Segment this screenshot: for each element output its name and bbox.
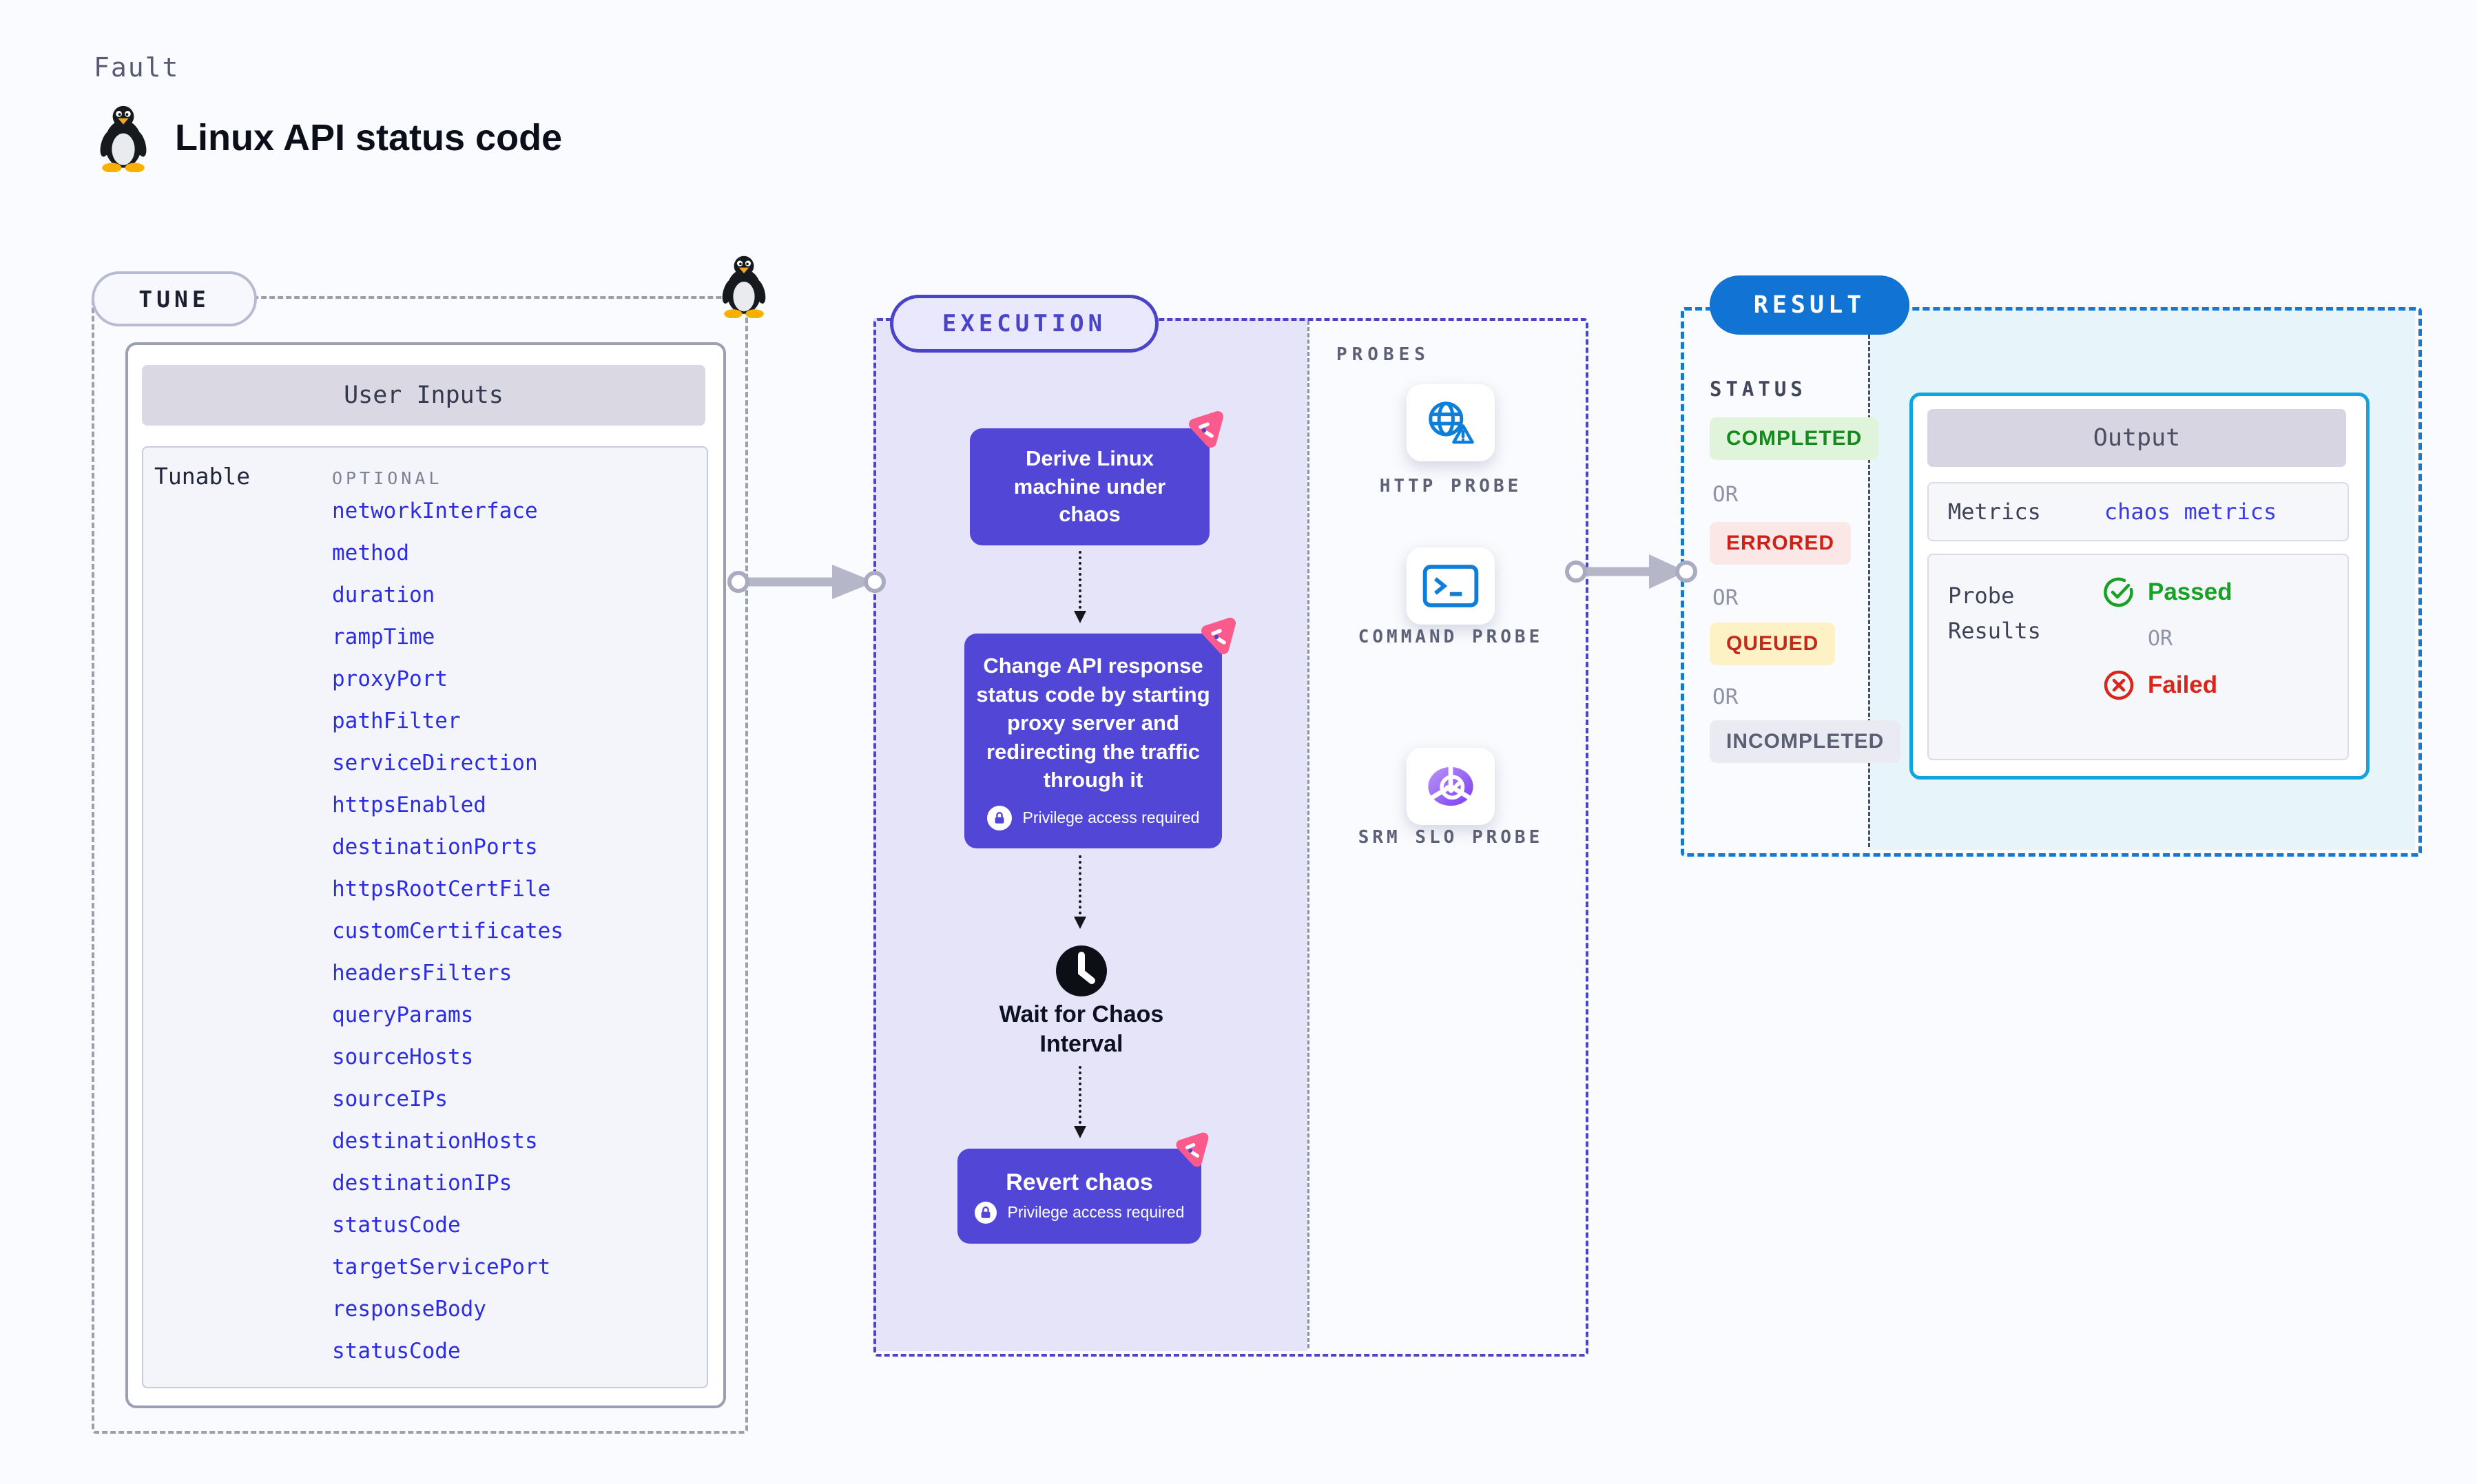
lock-icon: [974, 1201, 997, 1224]
flow-connector-1: [1074, 551, 1086, 623]
tunable-link[interactable]: destinationHosts: [332, 1129, 538, 1153]
tunable-link[interactable]: destinationPorts: [332, 835, 538, 859]
tunable-link[interactable]: customCertificates: [332, 919, 563, 943]
tunables-list: networkInterface method duration rampTim…: [332, 490, 563, 1372]
probe-results-values: Passed OR Failed: [2102, 576, 2232, 702]
clock-icon: [1056, 945, 1107, 996]
tune-pill: TUNE: [92, 271, 257, 326]
tunable-link[interactable]: serviceDirection: [332, 751, 538, 775]
chaos-triangle-icon: [1201, 618, 1236, 654]
tunable-link[interactable]: statusCode: [332, 1339, 461, 1363]
status-badge-queued: QUEUED: [1710, 623, 1836, 665]
command-probe-card: [1407, 547, 1495, 625]
user-inputs-header: User Inputs: [142, 365, 705, 426]
status-badge-incompleted: INCOMPLETED: [1710, 720, 1901, 763]
tunable-link[interactable]: sourceHosts: [332, 1045, 474, 1069]
chaos-triangle-icon: [1176, 1132, 1209, 1167]
command-probe-label: COMMAND PROBE: [1358, 627, 1544, 647]
or-label: OR: [2148, 627, 2173, 651]
tunable-link[interactable]: queryParams: [332, 1003, 474, 1027]
step-change-status-code-label: Change API response status code by start…: [976, 654, 1210, 793]
tunable-link[interactable]: rampTime: [332, 625, 435, 649]
tunable-link[interactable]: sourceIPs: [332, 1087, 448, 1111]
step-derive-machine-label: Derive Linux machine under chaos: [1013, 446, 1166, 527]
execution-panel: [873, 318, 1588, 1357]
lock-icon: [986, 805, 1012, 830]
flow-arrow-probes-to-result: [1565, 554, 1697, 589]
linux-tux-icon: [100, 105, 147, 172]
passed-label: Passed: [2148, 578, 2232, 605]
globe-alert-icon: [1429, 401, 1474, 444]
srm-slo-probe-label: SRM SLO PROBE: [1358, 827, 1544, 848]
tunable-link[interactable]: statusCode: [332, 1213, 461, 1237]
tunable-link[interactable]: responseBody: [332, 1297, 486, 1321]
probes-panel-label: PROBES: [1336, 344, 1430, 365]
http-probe-label: HTTP PROBE: [1379, 476, 1522, 497]
privilege-row: Privilege access required: [974, 1201, 1185, 1224]
probe-results-label: Probe Results: [1948, 583, 2041, 645]
page-title: Linux API status code: [175, 117, 563, 158]
tunable-link[interactable]: httpsRootCertFile: [332, 877, 551, 901]
srm-slo-probe-card: [1407, 748, 1495, 825]
failed-line: Failed: [2102, 669, 2232, 702]
slo-donut-icon: [1428, 766, 1473, 806]
flow-connector-2: [1074, 855, 1086, 929]
execution-pill: EXECUTION: [890, 295, 1159, 353]
step-revert-chaos-label: Revert chaos: [1006, 1169, 1153, 1195]
tunable-link[interactable]: networkInterface: [332, 499, 538, 523]
or-label: OR: [1712, 684, 1739, 709]
or-label: OR: [1712, 585, 1739, 610]
tunable-link[interactable]: duration: [332, 583, 435, 607]
or-label: OR: [1712, 482, 1739, 507]
tunable-link[interactable]: headersFilters: [332, 961, 512, 985]
step-change-status-code: Change API response status code by start…: [964, 634, 1222, 848]
output-header: Output: [1927, 409, 2346, 467]
tunable-link[interactable]: httpsEnabled: [332, 793, 486, 817]
tunable-row-label: Tunable: [154, 463, 251, 490]
privilege-note: Privilege access required: [1007, 1203, 1185, 1221]
status-output-divider: [1868, 310, 1870, 847]
title-row: Linux API status code: [96, 103, 562, 172]
failed-label: Failed: [2148, 671, 2218, 698]
chaos-triangle-icon: [1189, 411, 1223, 448]
tune-panel: [92, 296, 748, 1434]
tunable-link[interactable]: proxyPort: [332, 667, 448, 691]
flow-connector-3: [1074, 1066, 1086, 1138]
x-circle-icon: [2104, 670, 2134, 700]
check-circle-icon: [2104, 577, 2133, 607]
result-pill: RESULT: [1710, 275, 1909, 335]
status-badge-errored: ERRORED: [1710, 522, 1852, 565]
tunable-link[interactable]: targetServicePort: [332, 1255, 551, 1279]
metrics-row: Metrics chaos metrics: [1927, 482, 2349, 541]
tunable-link[interactable]: method: [332, 541, 409, 565]
step-revert-chaos: Revert chaos Privilege access required: [957, 1149, 1201, 1244]
flow-arrow-tune-to-execution: [727, 565, 886, 599]
execution-probes-divider: [1307, 321, 1309, 1348]
linux-tux-icon-small: [722, 255, 766, 318]
metrics-label: Metrics: [1948, 499, 2041, 525]
privilege-note: Privilege access required: [1022, 808, 1200, 827]
optional-column-label: OPTIONAL: [332, 468, 443, 488]
tunable-link[interactable]: pathFilter: [332, 709, 461, 733]
status-column-label: STATUS: [1710, 377, 1807, 401]
metrics-value-link[interactable]: chaos metrics: [2104, 499, 2277, 525]
tunables-list-box: [142, 446, 708, 1388]
privilege-row: Privilege access required: [986, 805, 1200, 830]
probe-results-row: Probe Results Passed OR Failed: [1927, 554, 2349, 760]
step-derive-machine: Derive Linux machine under chaos: [970, 428, 1210, 545]
wait-for-chaos-interval-label: Wait for Chaos Interval: [999, 1001, 1164, 1057]
fault-category-label: Fault: [94, 52, 180, 83]
status-badge-completed: COMPLETED: [1710, 417, 1879, 460]
tunable-link[interactable]: destinationIPs: [332, 1171, 512, 1195]
http-probe-card: [1407, 384, 1495, 461]
terminal-icon: [1422, 565, 1479, 607]
passed-line: Passed: [2102, 576, 2232, 609]
